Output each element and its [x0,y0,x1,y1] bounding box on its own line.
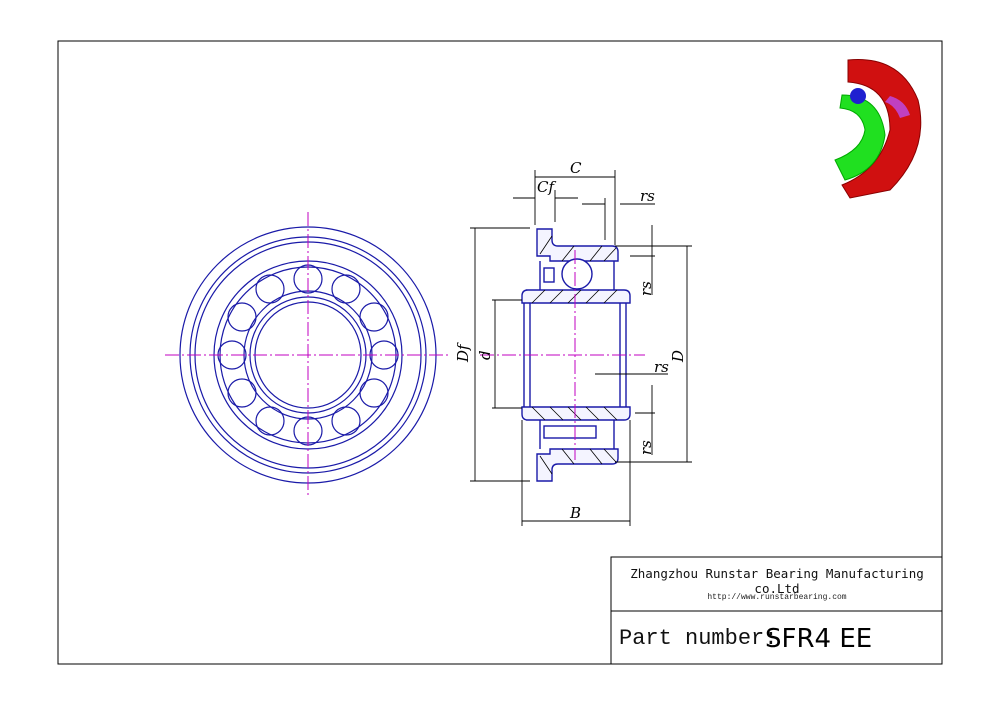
dim-label-rs-mid: rs [654,358,669,376]
dim-label-D: D [669,350,687,363]
dim-label-Df: Df [454,342,472,363]
company-url: http://www.runstarbearing.com [707,593,847,602]
dim-label-C: C [570,159,582,177]
dim-label-rs-right-top: rs [637,281,655,296]
dim-label-rs-top: rs [640,187,655,205]
part-number-label: Part number: [619,626,778,651]
drawing-border [57,40,943,665]
part-number-value: SFR4 EE [765,624,873,654]
bearing-3d-render [834,59,922,199]
dim-label-rs-right-bottom: rs [637,440,655,455]
dim-label-B: B [569,504,581,522]
dim-label-d: d [476,350,494,360]
section-view [521,228,631,482]
company-name: Zhangzhou Runstar Bearing Manufacturing … [630,566,924,596]
title-block [610,556,943,665]
section-centerlines [480,250,645,460]
dim-label-Cf: Cf [537,178,556,196]
front-centerlines [165,212,450,498]
dimension-lines [470,170,692,526]
